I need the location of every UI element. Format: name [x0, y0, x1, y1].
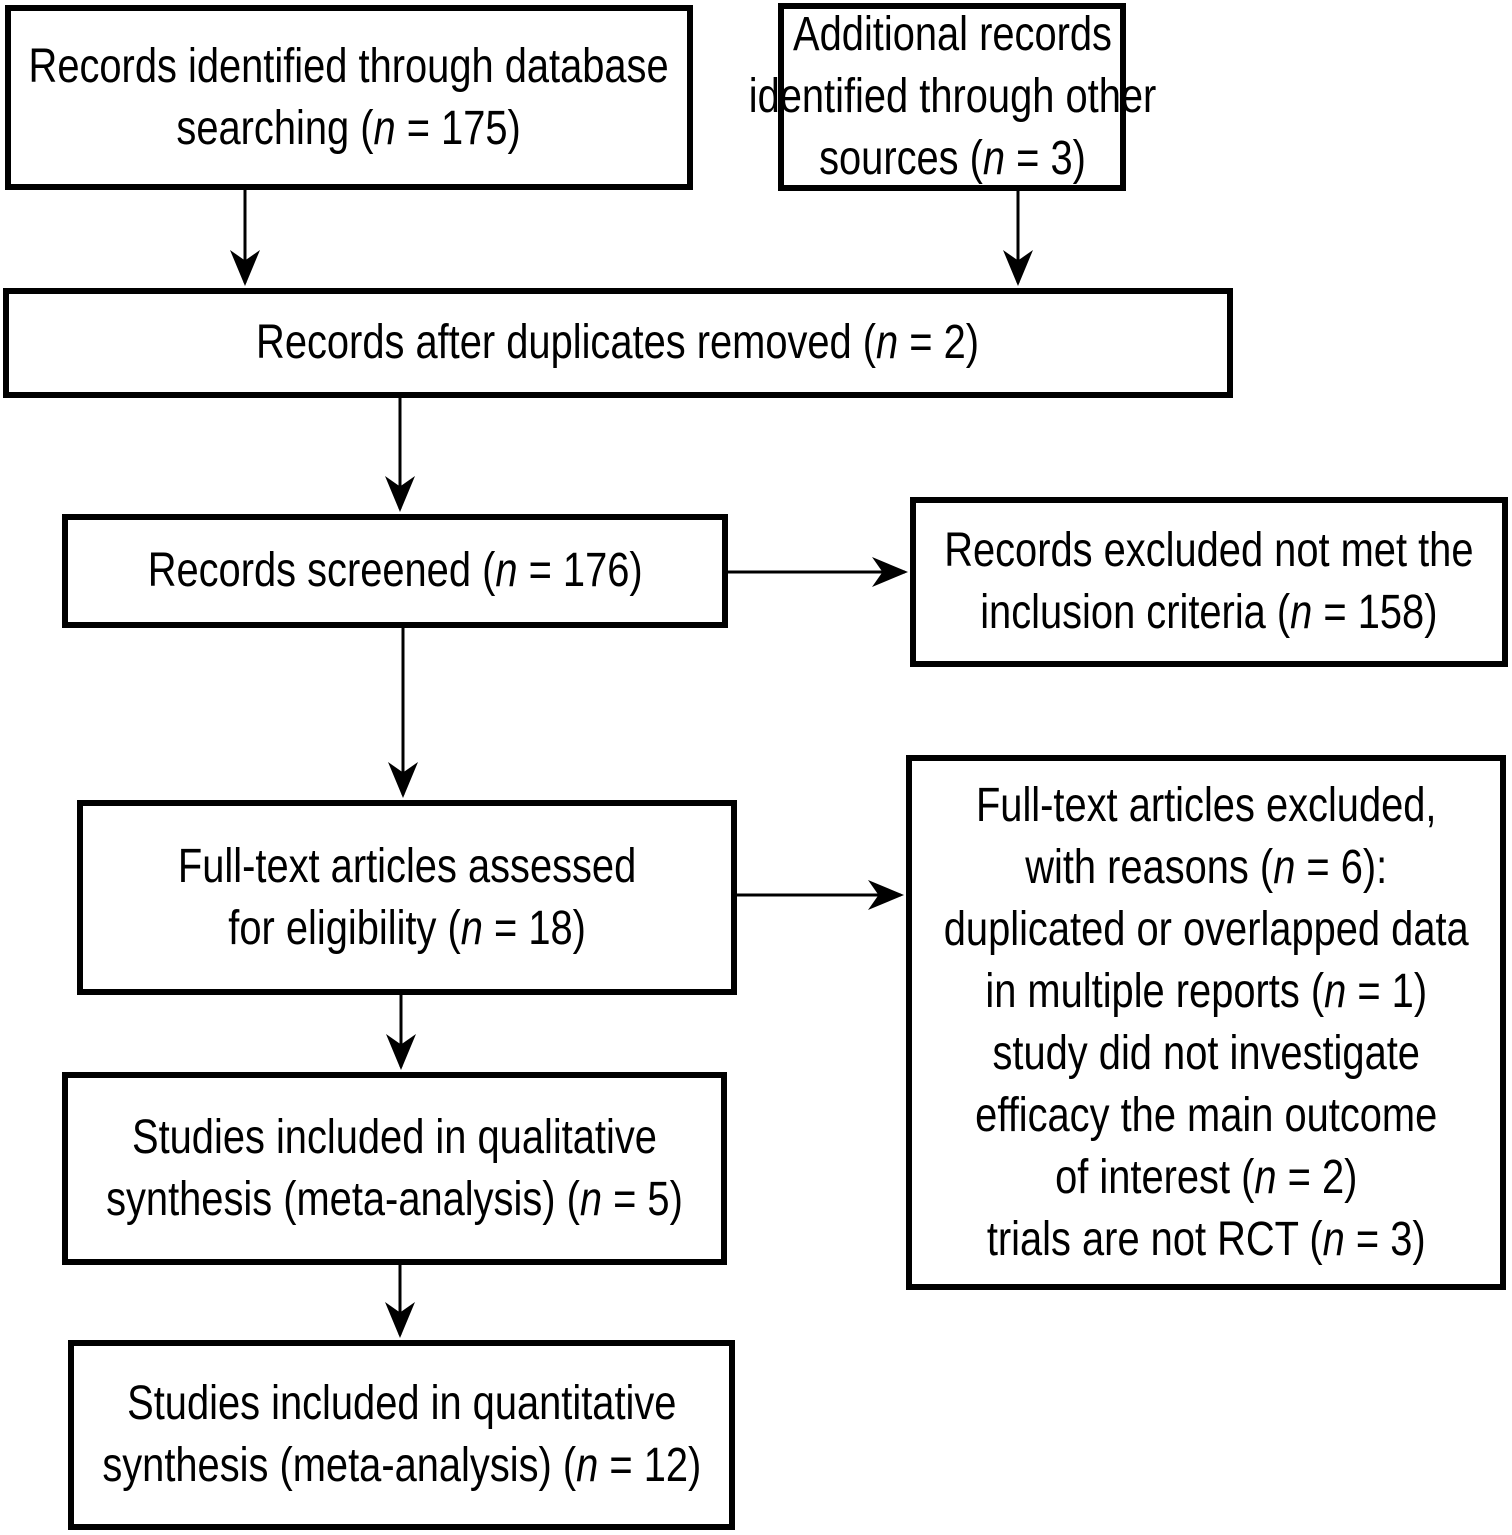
- box-records-after-duplicates-text: Records after duplicates removed (n = 2): [256, 316, 980, 369]
- box-records-screened: Records screened (n = 176): [62, 514, 728, 628]
- box-records-screened-text: Records screened (n = 176): [147, 544, 643, 597]
- box-records-after-duplicates: Records after duplicates removed (n = 2): [3, 288, 1233, 398]
- box-fulltext-excluded: Full-text articles excluded,with reasons…: [906, 755, 1506, 1290]
- box-fulltext-excluded-text: Full-text articles excluded,with reasons…: [943, 778, 1469, 1266]
